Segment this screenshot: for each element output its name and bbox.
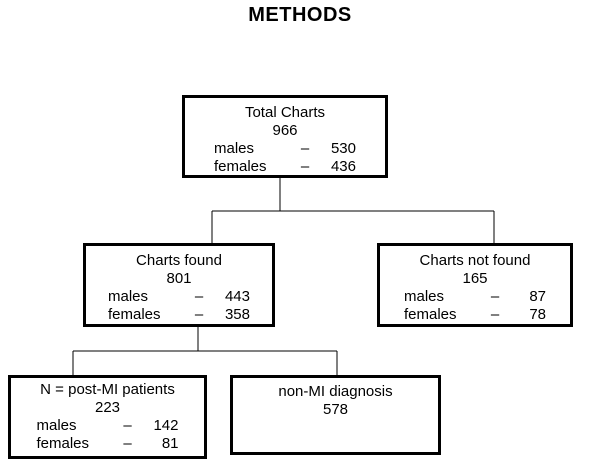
- dash: –: [123, 417, 132, 434]
- total-charts-box: Total Charts 966 males – 530 females – 4…: [182, 95, 388, 178]
- dash: –: [194, 288, 204, 305]
- males-label: males: [214, 140, 255, 157]
- females-value: 78: [529, 306, 546, 323]
- females-value: 358: [224, 306, 250, 323]
- charts-found-title: Charts found: [136, 252, 222, 269]
- non-mi-title: non-MI diagnosis: [278, 383, 393, 400]
- charts-not-found-count: 165: [462, 270, 488, 287]
- total-males-row: males – 530: [185, 140, 385, 158]
- dash: –: [490, 306, 500, 323]
- females-label: females: [214, 158, 267, 175]
- post-mi-count: 223: [94, 399, 121, 416]
- post-mi-patients-box: N = post-MI patients 223 males – 142 fem…: [8, 375, 207, 459]
- males-value: 142: [153, 417, 179, 434]
- males-label: males: [108, 288, 149, 305]
- females-label: females: [108, 306, 161, 323]
- total-females-row: females – 436: [185, 158, 385, 176]
- found-females-row: females – 358: [86, 306, 272, 324]
- postmi-females-row: females – 81: [11, 435, 204, 453]
- females-value: 81: [161, 435, 179, 452]
- notfound-males-row: males – 87: [380, 288, 570, 306]
- dash: –: [490, 288, 500, 305]
- males-label: males: [404, 288, 445, 305]
- males-label: males: [36, 417, 77, 434]
- non-mi-count: 578: [322, 401, 349, 418]
- males-value: 443: [224, 288, 250, 305]
- total-charts-title: Total Charts: [244, 104, 326, 121]
- males-value: 530: [330, 140, 356, 157]
- charts-found-count: 801: [166, 270, 192, 287]
- females-label: females: [404, 306, 457, 323]
- females-value: 436: [330, 158, 356, 175]
- charts-not-found-box: Charts not found 165 males – 87 females …: [377, 243, 573, 327]
- charts-found-box: Charts found 801 males – 443 females – 3…: [83, 243, 275, 327]
- dash: –: [300, 140, 310, 157]
- notfound-females-row: females – 78: [380, 306, 570, 324]
- dash: –: [123, 435, 132, 452]
- postmi-males-row: males – 142: [11, 417, 204, 435]
- females-label: females: [36, 435, 90, 452]
- diagram-title: METHODS: [248, 4, 352, 26]
- dash: –: [300, 158, 310, 175]
- total-charts-count: 966: [272, 122, 298, 139]
- post-mi-title: N = post-MI patients: [40, 381, 175, 398]
- charts-not-found-title: Charts not found: [419, 252, 531, 269]
- dash: –: [194, 306, 204, 323]
- males-value: 87: [529, 288, 546, 305]
- found-males-row: males – 443: [86, 288, 272, 306]
- non-mi-diagnosis-box: non-MI diagnosis 578: [230, 375, 441, 455]
